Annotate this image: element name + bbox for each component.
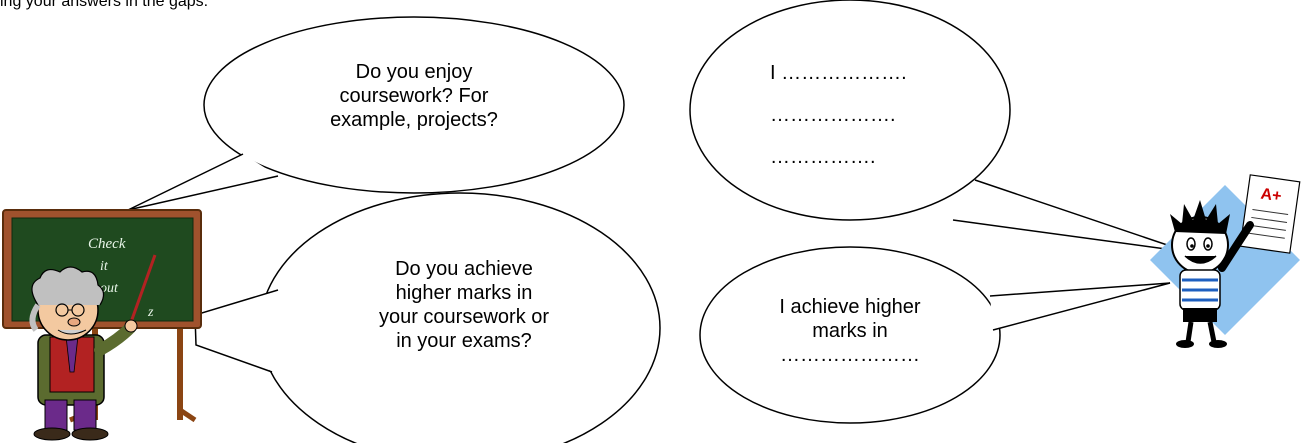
student-answer-1-line-2: ………………. — [770, 104, 896, 126]
teacher-question-2: Do you achieve higher marks in your cour… — [334, 257, 594, 353]
student-answer-1: I ………………. ………………. ……………. — [770, 52, 970, 178]
chalk-text-1: Check — [88, 236, 126, 252]
teacher-bubble-1 — [127, 16, 625, 211]
student-answer-2: I achieve higher marks in ………………… — [740, 295, 960, 367]
teacher-bubble-2 — [194, 192, 661, 443]
teacher-question-1-line-3: example, projects? — [330, 109, 498, 131]
teacher-question-1-line-1: Do you enjoy — [355, 61, 473, 83]
student-answer-2-line-2: marks in — [812, 320, 888, 342]
teacher-question-2-line-4: in your exams? — [396, 330, 532, 352]
student-bubble-2 — [699, 246, 1171, 424]
student-answer-2-line-1: I achieve higher — [779, 296, 921, 318]
chalk-text-2: it — [100, 259, 109, 274]
teacher-at-chalkboard-icon: Check it out z — [2, 209, 202, 441]
student-with-test-paper-icon: A+ — [1150, 174, 1301, 348]
teacher-question-1-line-2: coursework? For — [339, 85, 489, 107]
student-answer-2-line-3: ………………… — [780, 344, 920, 366]
student-answer-1-line-1: I ………………. — [770, 62, 907, 84]
header-instruction: ing your answers in the gaps: — [0, 0, 209, 10]
teacher-question-2-line-3: your coursework or — [378, 306, 550, 328]
teacher-question-1: Do you enjoy coursework? For example, pr… — [284, 60, 544, 132]
chalk-text-4: z — [147, 305, 154, 320]
student-answer-1-line-3: ……………. — [770, 146, 876, 168]
teacher-question-2-line-2: higher marks in — [395, 282, 533, 304]
student-bubble-1 — [689, 0, 1189, 253]
grade-label: A+ — [1260, 186, 1283, 206]
chalk-text-3: out — [100, 281, 119, 296]
teacher-question-2-line-1: Do you achieve — [395, 258, 533, 280]
